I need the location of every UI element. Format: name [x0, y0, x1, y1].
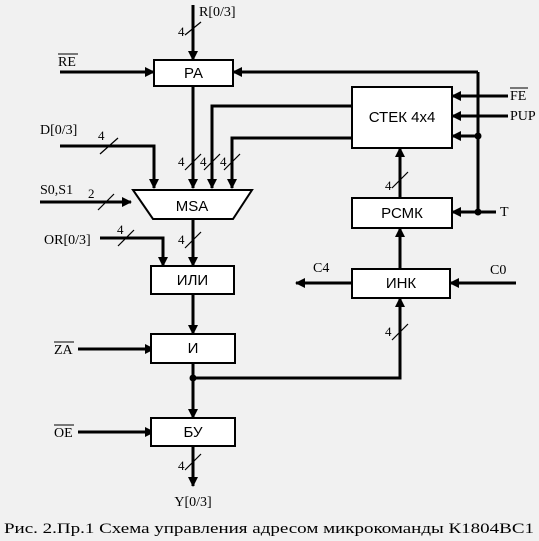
signal-y: Y[0/3]	[174, 495, 211, 510]
tick-or	[117, 229, 135, 247]
figure-caption: Рис. 2.Пр.1 Схема управления адресом мик…	[4, 521, 534, 537]
tick-d	[99, 137, 119, 155]
width-stack-msa-2: 4	[220, 154, 227, 169]
signal-s: S0,S1	[40, 183, 73, 198]
tick-r	[184, 21, 202, 36]
rsmk-block: РСМК	[351, 197, 453, 229]
bus-width-labels: 4 4 2 4 4 4 4 4 4 4 4	[88, 24, 392, 473]
signal-labels: R[0/3] RE FE PUP D[0/3] S0,S1 OR[0/3] T …	[40, 5, 536, 510]
tick-ra-msa	[184, 153, 202, 171]
wire-stack-msa-2	[227, 136, 352, 189]
and-label: И	[188, 340, 199, 357]
signal-or: OR[0/3]	[44, 233, 91, 248]
junction-t-2	[474, 132, 482, 140]
bus-ticks	[97, 21, 409, 471]
junction-and	[189, 374, 197, 382]
signal-fe: FE	[510, 89, 526, 104]
tick-stack-msa-2	[223, 153, 241, 171]
tick-and-ink	[391, 323, 409, 341]
stack-block: СТЕК 4x4	[351, 86, 453, 149]
wire-and-ink	[193, 297, 405, 380]
signal-d: D[0/3]	[40, 123, 77, 138]
bu-label: БУ	[183, 424, 202, 441]
width-or: 4	[117, 222, 124, 237]
rsmk-label: РСМК	[381, 205, 423, 222]
stack-label: СТЕК 4x4	[369, 109, 436, 126]
wires	[40, 5, 516, 487]
signal-re: RE	[58, 55, 76, 70]
junction-t-1	[474, 208, 482, 216]
width-ra-msa: 4	[178, 154, 185, 169]
and-block: И	[150, 333, 236, 364]
wire-d-msa	[60, 144, 159, 189]
signal-za: ZA	[54, 343, 74, 358]
wire-stack-msa-1	[207, 104, 352, 189]
signal-pup: PUP	[510, 109, 536, 124]
ili-block: ИЛИ	[150, 265, 235, 295]
signal-r: R[0/3]	[199, 5, 236, 20]
tick-rsmk-stack	[391, 171, 409, 189]
blocks: РА СТЕК 4x4 MSA РСМК ИЛИ ИНК И БУ	[131, 59, 453, 447]
ili-label: ИЛИ	[177, 272, 208, 289]
msa-block: MSA	[131, 189, 254, 220]
width-d: 4	[98, 128, 105, 143]
ra-label: РА	[184, 65, 203, 82]
width-and-ink: 4	[385, 324, 392, 339]
signal-c0: C0	[490, 263, 506, 278]
tick-msa-ili	[184, 231, 202, 249]
signal-t: T	[500, 205, 509, 220]
tick-s	[97, 193, 115, 211]
bu-block: БУ	[150, 417, 236, 447]
signal-oe: OE	[54, 426, 73, 441]
ink-label: ИНК	[386, 275, 417, 292]
width-msa-ili: 4	[178, 232, 185, 247]
width-y: 4	[178, 458, 185, 473]
width-s: 2	[88, 186, 95, 201]
ra-block: РА	[153, 59, 234, 87]
ink-block: ИНК	[351, 268, 451, 299]
signal-c4: C4	[313, 261, 329, 276]
width-r: 4	[178, 24, 185, 39]
msa-label: MSA	[176, 198, 209, 215]
wire-or-ili	[100, 236, 168, 267]
width-rsmk-stack: 4	[385, 178, 392, 193]
tick-y	[184, 453, 202, 471]
width-stack-msa-1: 4	[200, 154, 207, 169]
tick-stack-msa-1	[203, 153, 221, 171]
